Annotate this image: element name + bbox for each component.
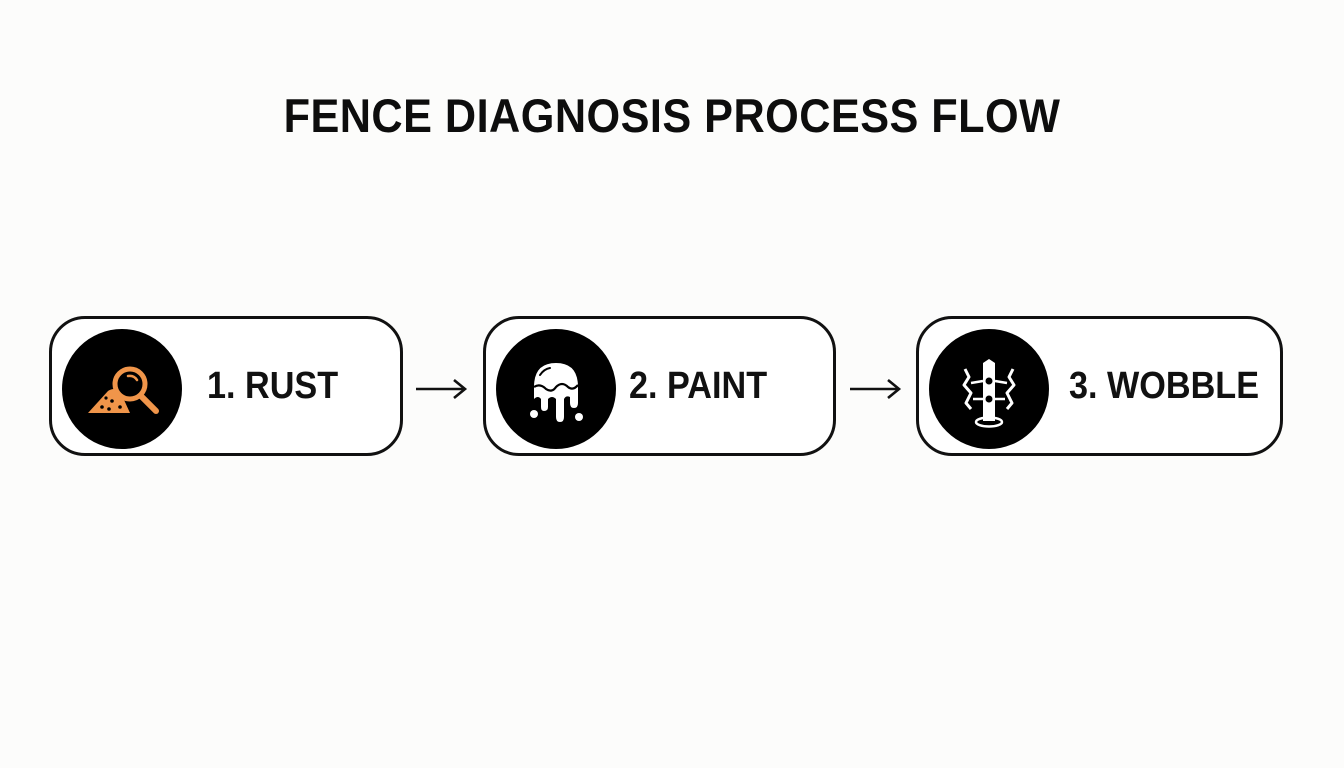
diagram-title: FENCE DIAGNOSIS PROCESS FLOW (283, 89, 1061, 142)
step-rust: 1. RUST (49, 316, 403, 456)
dripping-paint-icon (530, 363, 583, 422)
icon-circle (929, 329, 1049, 449)
icon-circle (496, 329, 616, 449)
step-wobble: 3. WOBBLE (916, 316, 1283, 456)
step-label: 1. RUST (207, 365, 339, 407)
arrow-right-icon (416, 378, 468, 400)
step-label: 3. WOBBLE (1069, 365, 1260, 407)
icon-circle (62, 329, 182, 449)
magnifier-over-rust-pile-icon (88, 366, 159, 414)
wobbling-fence-post-icon (962, 359, 1016, 428)
step-paint: 2. PAINT (483, 316, 836, 456)
arrow-right-icon (850, 378, 902, 400)
step-label: 2. PAINT (629, 365, 768, 407)
